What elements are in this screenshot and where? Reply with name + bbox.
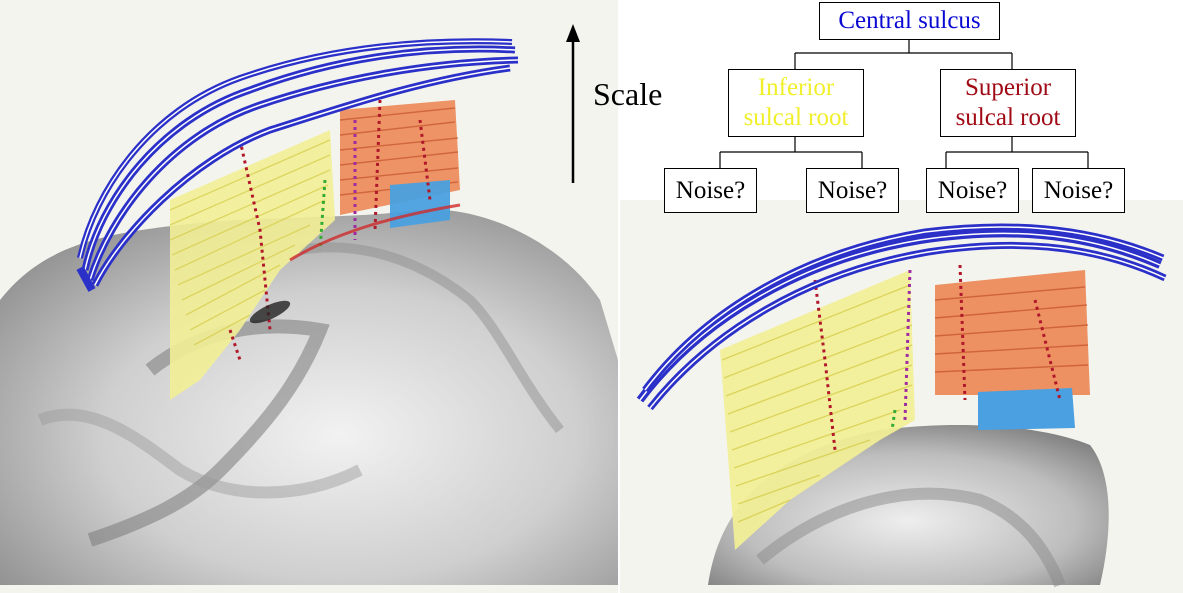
blue-patch-right	[978, 388, 1075, 430]
dotted-traces-right	[813, 264, 1062, 451]
cortex-surface-right	[708, 425, 1109, 585]
superior-root-mesh	[339, 100, 460, 228]
central-sulcus-node: Central sulcus	[819, 2, 1000, 40]
noise-node: Noise?	[664, 168, 757, 213]
central-sulcus-mesh	[76, 38, 519, 292]
ridge-line	[289, 203, 461, 262]
scale-label: Scale	[593, 76, 663, 112]
inferior-root-label-line2: sulcal root	[743, 104, 849, 131]
central-sulcus-label: Central sulcus	[838, 7, 981, 34]
central-sulcus-mesh-right	[636, 223, 1167, 411]
superior-root-label-line2: sulcal root	[955, 104, 1061, 131]
noise-node: Noise?	[806, 168, 899, 213]
noise-label: Noise?	[817, 176, 888, 204]
noise-label: Noise?	[1043, 176, 1114, 204]
noise-node: Noise?	[1032, 168, 1125, 213]
inferior-root-mesh	[169, 130, 335, 400]
scale-arrow	[566, 24, 580, 183]
superior-root-mesh-right	[934, 270, 1090, 430]
dark-marker	[249, 300, 291, 324]
noise-label: Noise?	[937, 176, 1008, 204]
left-brain-render	[0, 0, 618, 593]
superior-root-node: Superior sulcal root	[940, 69, 1076, 137]
sulcus-fold	[299, 242, 564, 434]
cortex-surface	[0, 209, 618, 585]
superior-root-label-line1: Superior	[964, 74, 1052, 101]
inferior-root-node: Inferior sulcal root	[728, 69, 864, 137]
blue-patch	[390, 180, 450, 228]
dotted-traces	[228, 99, 432, 361]
right-panel-background	[620, 200, 1183, 593]
noise-label: Noise?	[675, 176, 746, 204]
noise-node: Noise?	[926, 168, 1019, 213]
inferior-root-mesh-right	[720, 270, 915, 550]
sulcus-fold-right	[756, 487, 1066, 588]
sulcus-fold	[37, 408, 363, 499]
inferior-root-label-line1: Inferior	[757, 74, 835, 101]
